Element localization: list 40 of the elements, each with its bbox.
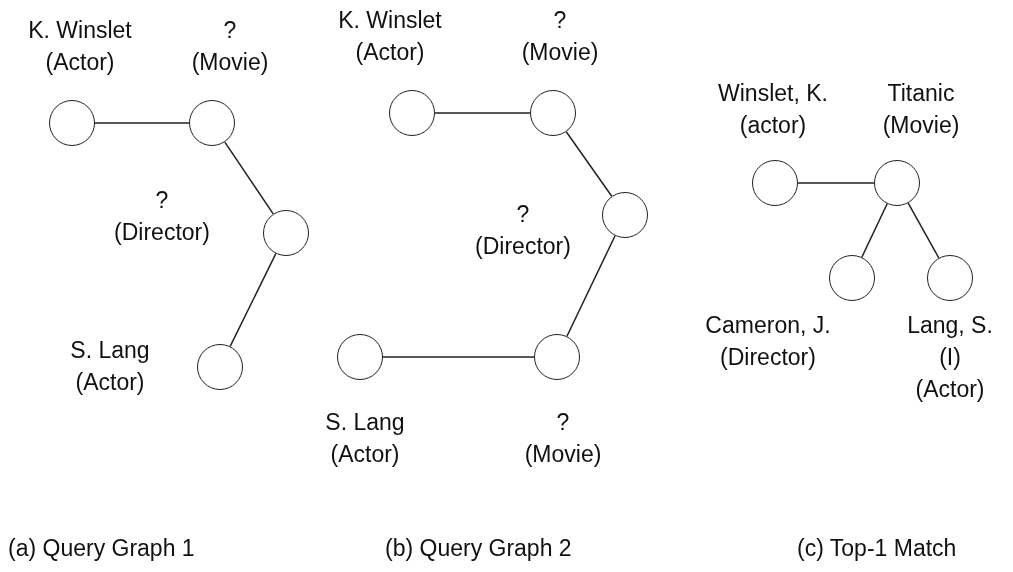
node-label: Winslet, K.	[718, 79, 828, 108]
node-label: Cameron, J.	[705, 311, 831, 340]
node-label: Lang, S.	[907, 311, 993, 340]
connector-line	[94, 122, 190, 124]
node-label: Titanic	[887, 79, 955, 108]
connector-line	[565, 131, 613, 197]
connector-line	[566, 235, 616, 337]
node-label: K. Winslet	[338, 6, 442, 35]
connector-line	[861, 203, 888, 258]
node-label: ?	[223, 16, 237, 45]
node-label: (I)	[939, 343, 961, 372]
caption: (b) Query Graph 2	[385, 535, 572, 562]
node-label: (Director)	[720, 343, 816, 372]
node-label: (Actor)	[330, 440, 400, 469]
node-label: S. Lang	[325, 408, 405, 437]
node-label: S. Lang	[70, 336, 150, 365]
connector-line	[382, 356, 535, 358]
node-label: (Director)	[114, 218, 210, 247]
node-label: (Movie)	[521, 38, 599, 67]
connector-line	[907, 202, 940, 259]
connector-line	[224, 141, 274, 215]
node-label: (Movie)	[191, 48, 269, 77]
node-label: ?	[553, 6, 567, 35]
node-label: (Actor)	[75, 368, 145, 397]
node-label: (Movie)	[524, 440, 602, 469]
caption: (a) Query Graph 1	[8, 535, 195, 562]
node-label: (Director)	[475, 232, 571, 261]
node-label: (actor)	[739, 111, 807, 140]
node-label: (Actor)	[45, 48, 115, 77]
node-label: ?	[155, 186, 169, 215]
node-label: (Movie)	[882, 111, 960, 140]
node-label: K. Winslet	[28, 16, 132, 45]
connector-line	[434, 112, 531, 114]
caption: (c) Top-1 Match	[797, 535, 957, 562]
node-label: (Actor)	[355, 38, 425, 67]
node-label: (Actor)	[915, 375, 985, 404]
node-label: ?	[556, 408, 570, 437]
connector-line	[797, 182, 875, 184]
node-label: ?	[516, 200, 530, 229]
connector-line	[229, 252, 277, 348]
